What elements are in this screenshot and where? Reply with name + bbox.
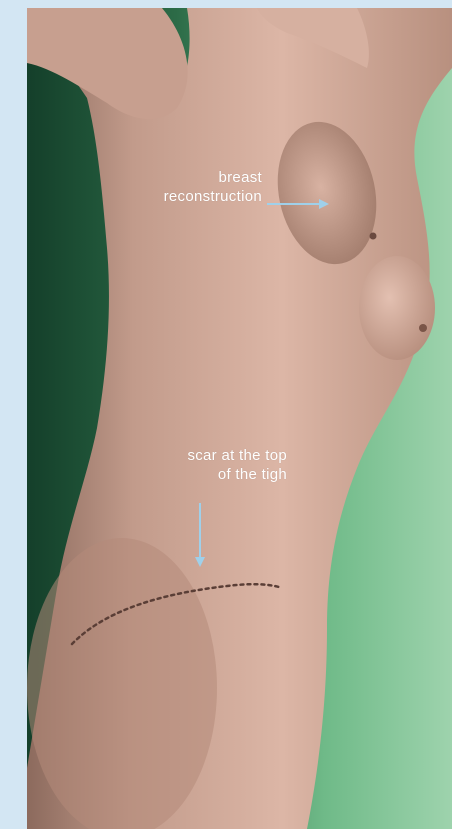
scar-label-line1: scar at the top (187, 446, 287, 465)
breast-label-line1: breast (164, 168, 262, 187)
figure-illustration (27, 8, 452, 829)
natural-breast (359, 256, 435, 360)
breast-label-line2: reconstruction (164, 187, 262, 206)
scar-label-line2: of the tigh (187, 465, 287, 484)
natural-nipple (419, 324, 427, 332)
breast-reconstruction-label: breast reconstruction (164, 168, 262, 206)
reconstructed-nipple (370, 233, 377, 240)
scar-label: scar at the top of the tigh (187, 446, 287, 484)
buttock-shading (27, 538, 217, 829)
